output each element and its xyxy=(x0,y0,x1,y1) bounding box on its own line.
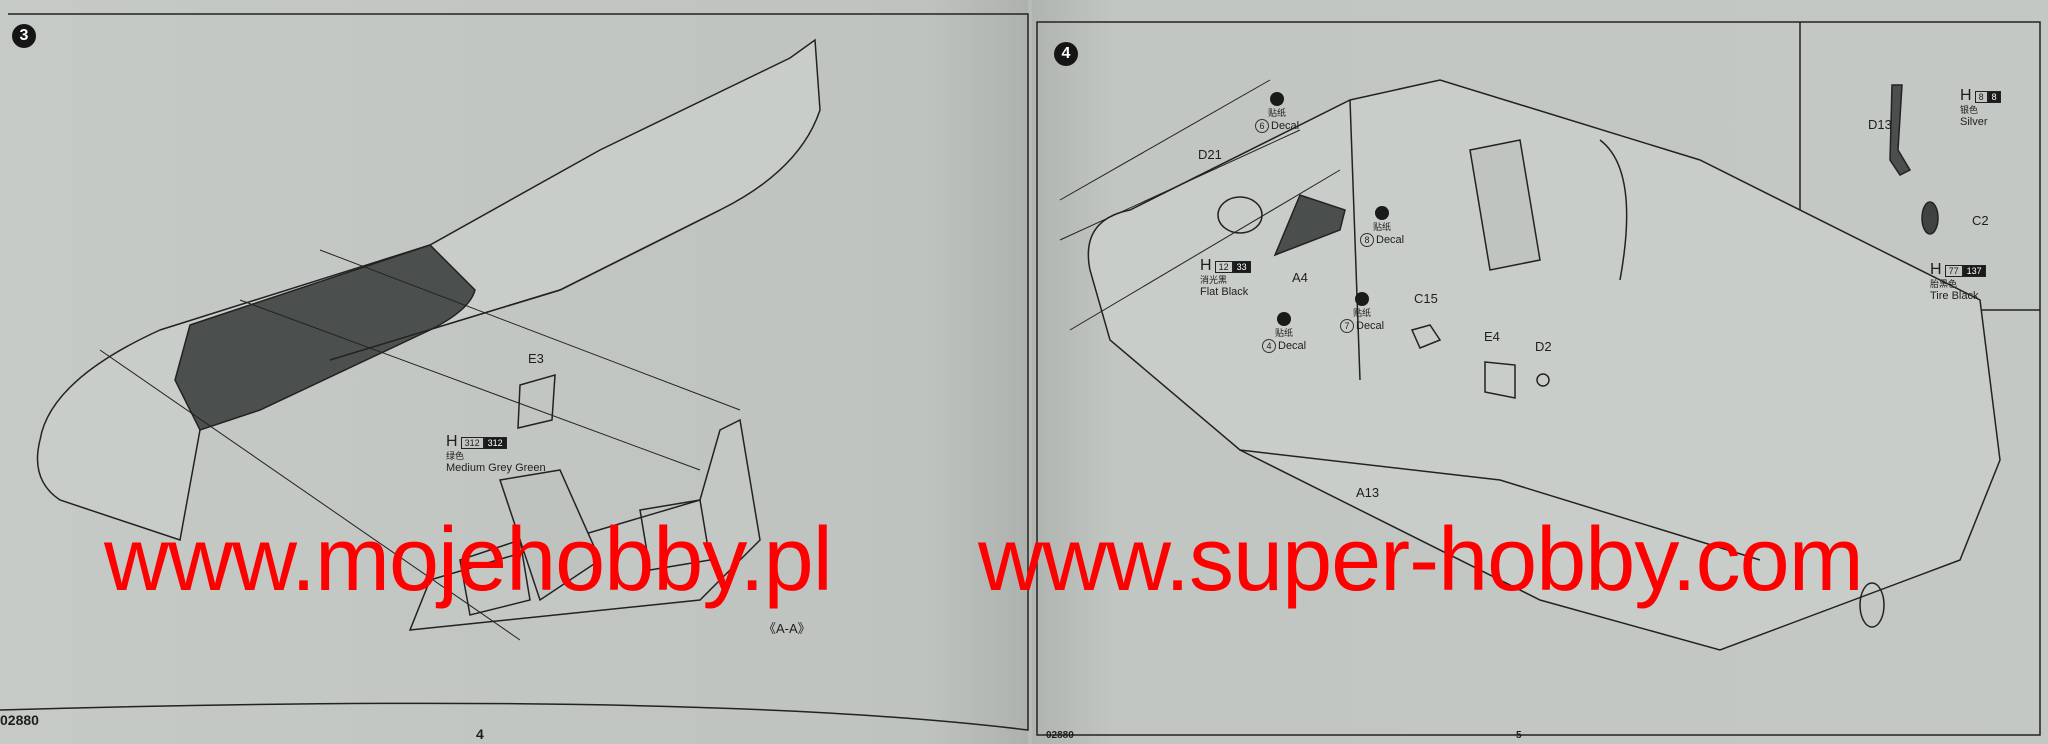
part-label-c15: C15 xyxy=(1414,291,1438,306)
step-number-badge: 3 xyxy=(12,24,36,48)
part-label-a4: A4 xyxy=(1292,270,1308,285)
paint-name-en: Silver xyxy=(1960,115,1988,128)
part-d21-shape xyxy=(1217,196,1263,234)
part-e4-shape xyxy=(1484,361,1516,399)
decal-label: Decal xyxy=(1376,233,1405,246)
paint-name-cn: 消光黑 xyxy=(1200,275,1228,286)
decal-icon xyxy=(1375,206,1390,220)
part-c15-shape xyxy=(1410,324,1442,349)
page-number: 4 xyxy=(476,726,484,742)
paint-code-b: 137 xyxy=(1962,264,1986,278)
part-label-a13: A13 xyxy=(1356,485,1380,500)
step-number-badge: 4 xyxy=(1054,42,1078,66)
part-label-e3: E3 xyxy=(528,351,544,366)
kit-number: 02880 xyxy=(0,712,39,728)
part-d13-shape xyxy=(1889,84,1912,176)
decal-icon xyxy=(1270,92,1285,106)
paint-code-a: 312 xyxy=(460,436,484,450)
paint-name-en: Medium Grey Green xyxy=(446,461,546,474)
part-label-d13: D13 xyxy=(1868,117,1892,132)
paint-name-cn: 银色 xyxy=(1960,105,1979,116)
left-page-frame xyxy=(0,13,1029,731)
paint-prefix: H xyxy=(1930,261,1942,278)
decal-cn: 贴纸 xyxy=(1275,328,1294,338)
paint-code-a: 8 xyxy=(1974,90,1988,104)
part-label-e4: E4 xyxy=(1484,329,1500,344)
part-c2-shape xyxy=(1921,201,1939,235)
page-number: 5 xyxy=(1516,730,1522,741)
kit-number: 02880 xyxy=(1046,730,1074,741)
decal-label: Decal xyxy=(1271,119,1300,132)
decal-cn: 贴纸 xyxy=(1268,108,1287,118)
part-label-d2: D2 xyxy=(1535,339,1552,354)
fuselage-interior-dark xyxy=(174,244,476,431)
paint-name-en: Tire Black xyxy=(1930,289,1979,302)
tail-wheel xyxy=(1859,582,1885,628)
cockpit-floor xyxy=(408,418,761,631)
paint-code-b: 33 xyxy=(1232,260,1251,274)
paint-code-b: 312 xyxy=(483,436,507,450)
instrument-panel-a4 xyxy=(1273,194,1346,257)
part-e3-shape xyxy=(517,373,556,429)
paint-code-b: 8 xyxy=(1987,90,2001,104)
paint-prefix: H xyxy=(1960,87,1972,104)
paint-name-cn: 胎黑色 xyxy=(1930,279,1958,290)
view-label: 《A-A》 xyxy=(763,621,811,636)
seat-armor xyxy=(1469,139,1541,271)
decal-number: 4 xyxy=(1262,338,1276,353)
decal-number: 7 xyxy=(1340,318,1354,333)
paint-code-a: 12 xyxy=(1214,260,1233,274)
decal-number: 8 xyxy=(1360,232,1374,247)
paint-prefix: H xyxy=(446,433,458,450)
decal-icon xyxy=(1277,312,1292,326)
paint-name-en: Flat Black xyxy=(1200,285,1249,298)
part-label-d21: D21 xyxy=(1198,147,1222,162)
watermark-left: www.mojehobby.pl xyxy=(104,510,833,610)
paint-name-cn: 绿色 xyxy=(446,451,465,462)
decal-number: 6 xyxy=(1255,118,1269,133)
paint-prefix: H xyxy=(1200,257,1212,274)
decal-cn: 贴纸 xyxy=(1353,308,1372,318)
decal-label: Decal xyxy=(1356,319,1385,332)
decal-icon xyxy=(1355,292,1370,306)
decal-label: Decal xyxy=(1278,339,1307,352)
watermark-right: www.super-hobby.com xyxy=(978,510,1864,610)
part-d2-shape xyxy=(1536,373,1550,387)
part-label-c2: C2 xyxy=(1972,213,1989,228)
paint-code-a: 77 xyxy=(1944,264,1963,278)
decal-cn: 贴纸 xyxy=(1373,222,1392,232)
right-page-frame xyxy=(1036,21,2041,736)
